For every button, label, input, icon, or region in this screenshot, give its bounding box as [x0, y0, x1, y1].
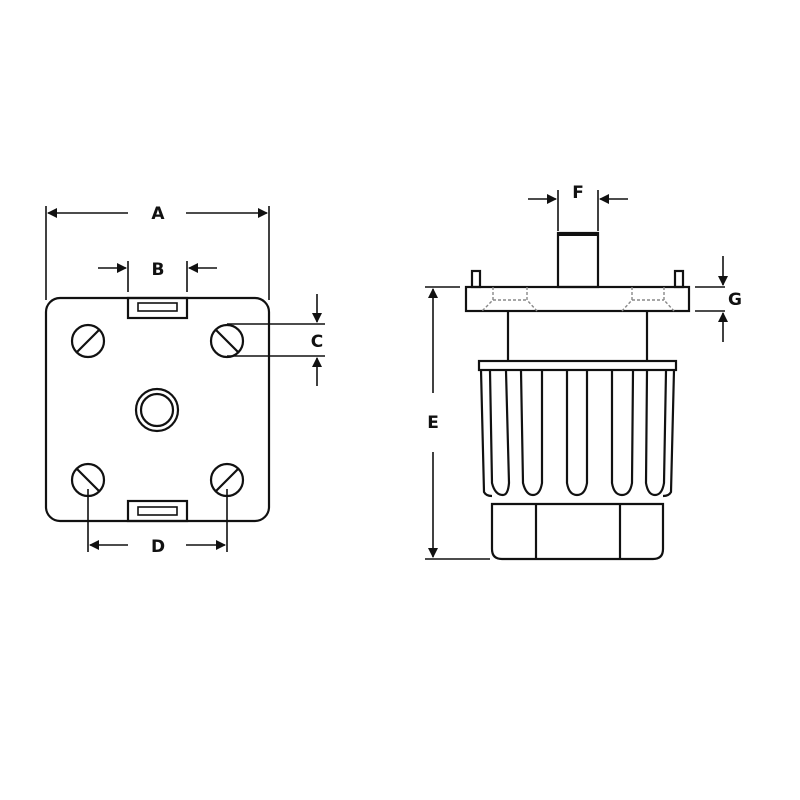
base-foot: [490, 502, 665, 561]
top-tab-slot: [137, 302, 178, 312]
center-hole-outer: [134, 387, 180, 433]
dimension-e: E: [425, 286, 490, 560]
side-view: E F G: [425, 183, 742, 561]
dimension-b: B: [98, 260, 217, 292]
label-e: E: [427, 413, 439, 433]
dimension-c: C: [227, 294, 325, 386]
center-hole-inner: [139, 392, 175, 428]
screw-top-left: [70, 323, 106, 359]
top-view: A B C D: [44, 204, 325, 557]
label-g: G: [728, 290, 742, 310]
label-b: B: [152, 260, 165, 280]
label-d: D: [151, 537, 165, 557]
ribbed-cap-band: [477, 359, 678, 372]
dimension-a: A: [45, 204, 270, 300]
dimension-g: G: [695, 256, 742, 342]
plate-side: [464, 285, 691, 313]
label-c: C: [311, 332, 323, 352]
pin-left: [470, 269, 482, 289]
label-a: A: [151, 204, 165, 224]
pin-right: [673, 269, 685, 289]
bottom-tab-slot: [137, 506, 178, 516]
label-f: F: [572, 183, 584, 203]
ribbed-skirt: [479, 369, 676, 498]
hidden-countersink-right: [621, 287, 675, 312]
square-plate-outline: [44, 296, 271, 523]
screw-top-right: [209, 323, 245, 359]
top-tab: [126, 296, 189, 320]
dimension-f: F: [528, 183, 628, 231]
bottom-tab: [126, 499, 189, 523]
dimension-d: D: [87, 489, 228, 557]
hidden-countersink-left: [481, 287, 538, 312]
threaded-stem: [556, 231, 600, 289]
